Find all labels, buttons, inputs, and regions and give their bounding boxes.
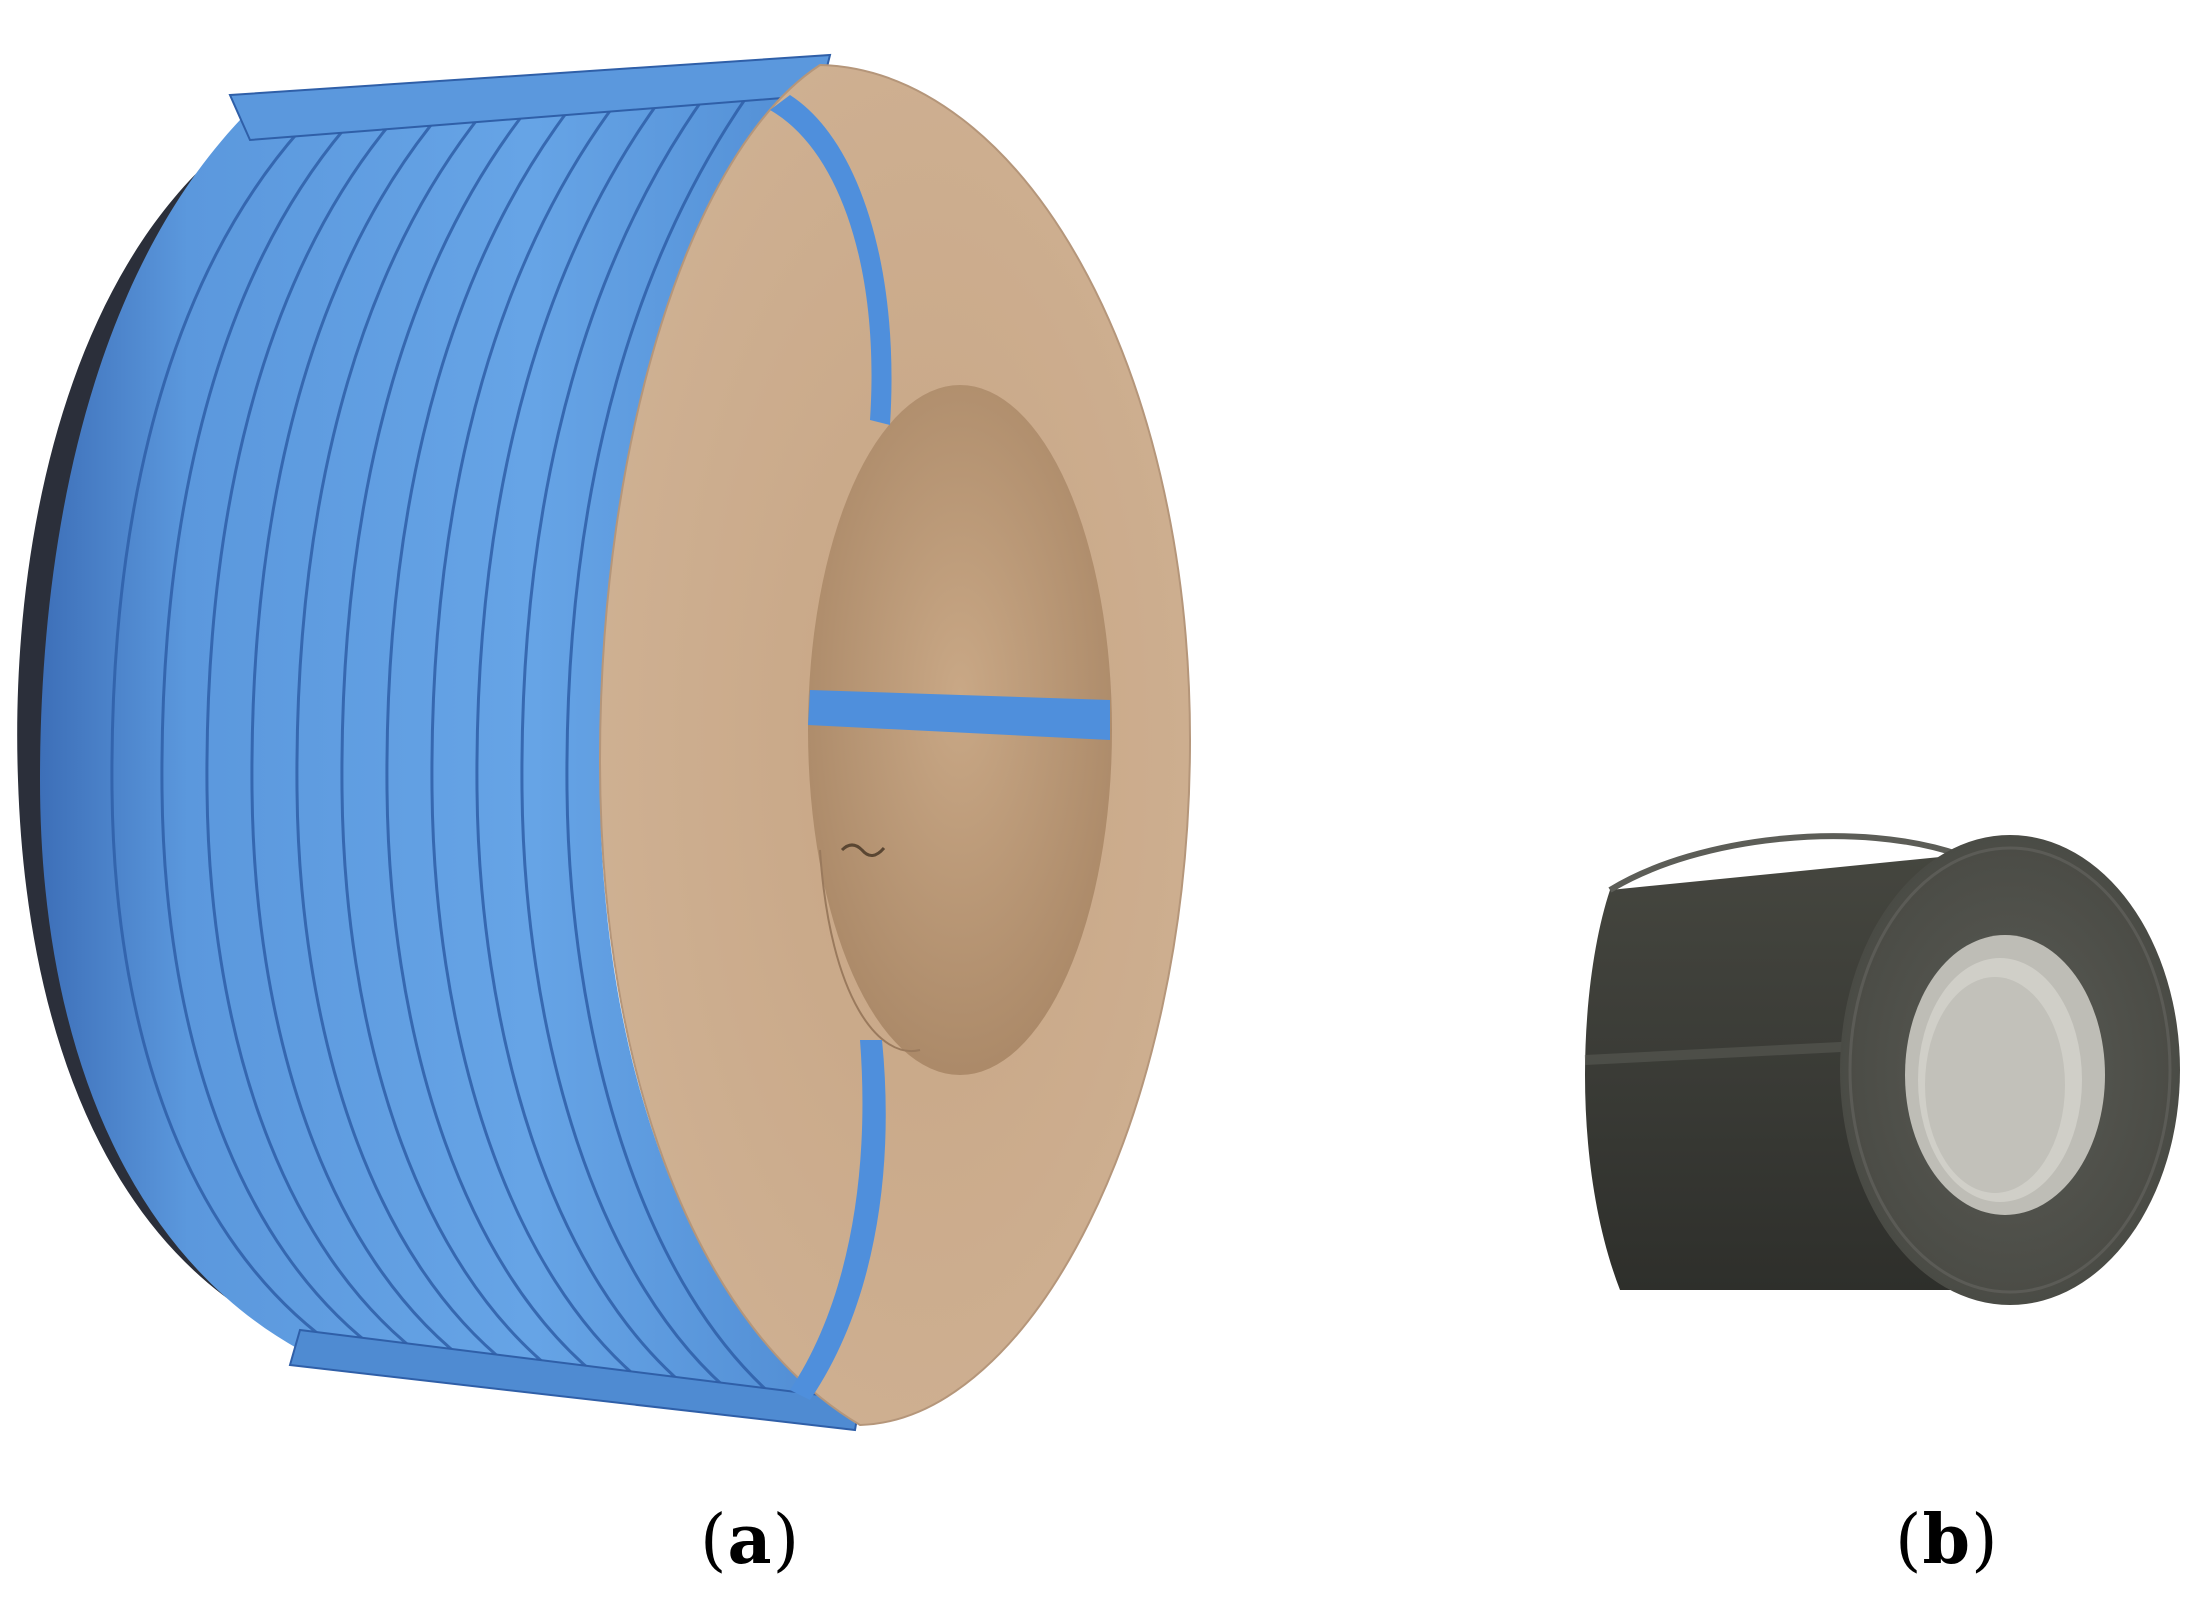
caption-letter: b <box>1922 1500 1972 1580</box>
strapping-coil-image: (a) <box>17 53 1192 1580</box>
caption-open-paren: ( <box>700 1501 728 1580</box>
panel-a-caption: (a) <box>700 1500 800 1580</box>
caption-close-paren: ) <box>772 1501 801 1580</box>
duct-tape-illustration <box>1584 833 2180 1305</box>
panel-b-caption: (b) <box>1895 1500 1999 1580</box>
caption-open-paren: ( <box>1895 1501 1923 1580</box>
caption-letter: a <box>727 1500 773 1580</box>
strap-winding-lines <box>110 91 791 1412</box>
caption-close-paren: ) <box>1971 1501 1999 1580</box>
strapping-coil-illustration <box>17 53 1192 1432</box>
duct-tape-image: (b) <box>1500 0 2194 1612</box>
